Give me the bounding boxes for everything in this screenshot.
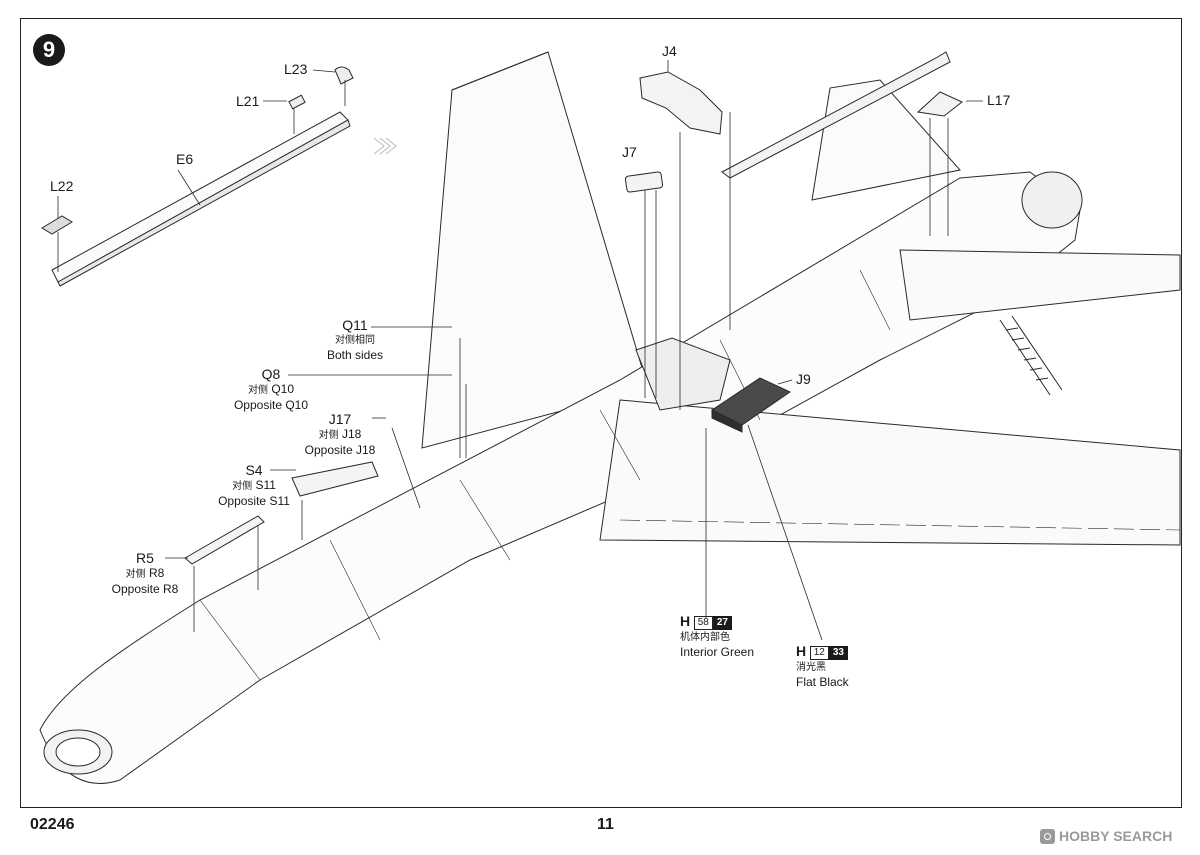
kit-code: 02246 (30, 816, 75, 833)
part-label-j7: J7 (622, 144, 637, 160)
paint-cn-name: 机体内部色 (680, 631, 730, 643)
q11-cn-note: 对侧相同 (335, 335, 375, 346)
part-label-e6: E6 (176, 151, 194, 167)
r5-cn-note: 对侧 (125, 569, 146, 580)
step-number-badge: 9 (33, 34, 65, 66)
j17-en-note: Opposite J18 (304, 443, 376, 457)
part-label-q11: Q11 对侧相同 Both sides (322, 318, 388, 363)
watermark: HOBBY SEARCH (1040, 828, 1172, 844)
q8-cn-note: 对侧 (247, 385, 268, 396)
direction-arrow-icon (373, 137, 397, 155)
q11-code: Q11 (342, 317, 368, 333)
r5-en-note: Opposite R8 (111, 582, 179, 596)
paint-brand: H (796, 643, 807, 659)
s4-en-note: Opposite S11 (218, 494, 290, 508)
r5-alt: R8 (149, 566, 165, 580)
j17-code: J17 (328, 411, 352, 427)
s4-alt: S11 (255, 478, 276, 492)
r5-code: R5 (136, 550, 154, 566)
part-label-s4: S4 对侧 S11 Opposite S11 (214, 463, 294, 509)
q8-alt: Q10 (271, 382, 295, 396)
part-label-l17: L17 (987, 92, 1011, 108)
q11-en-note: Both sides (326, 348, 384, 362)
s4-cn-note: 对侧 (232, 481, 253, 492)
part-label-j9: J9 (796, 371, 811, 387)
paint-code-a: 12 (809, 645, 829, 660)
part-label-l22: L22 (50, 178, 74, 194)
part-label-q8: Q8 对侧 Q10 Opposite Q10 (228, 367, 314, 413)
leader-lines-right (165, 60, 983, 641)
part-e6-strip (41, 66, 354, 287)
paint-brand: H (680, 613, 691, 629)
paint-code-b: 33 (828, 645, 848, 660)
part-label-j4: J4 (662, 43, 677, 59)
j17-cn-note: 对侧 (318, 430, 339, 441)
part-label-l23: L23 (284, 61, 308, 77)
page-border (20, 18, 1182, 808)
part-label-l21: L21 (236, 93, 260, 109)
paint-cn-name: 消光黑 (796, 661, 826, 673)
right-top-parts (624, 51, 963, 193)
j17-alt: J18 (341, 427, 362, 441)
hobby-search-logo-icon (1040, 828, 1055, 844)
leader-lines-left (57, 69, 346, 272)
paint-code-a: 58 (693, 615, 713, 630)
part-label-r5: R5 对侧 R8 Opposite R8 (106, 551, 184, 597)
q8-code: Q8 (261, 366, 281, 382)
s4-code: S4 (245, 462, 263, 478)
paint-en-name: Interior Green (680, 644, 755, 659)
q8-en-note: Opposite Q10 (233, 398, 309, 412)
paint-code-b: 27 (712, 615, 732, 630)
watermark-text: HOBBY SEARCH (1059, 828, 1173, 844)
paint-en-name: Flat Black (796, 674, 849, 689)
aircraft-fuselage (39, 51, 1181, 784)
part-label-j17: J17 对侧 J18 Opposite J18 (300, 412, 380, 458)
page-number: 11 (597, 816, 614, 833)
